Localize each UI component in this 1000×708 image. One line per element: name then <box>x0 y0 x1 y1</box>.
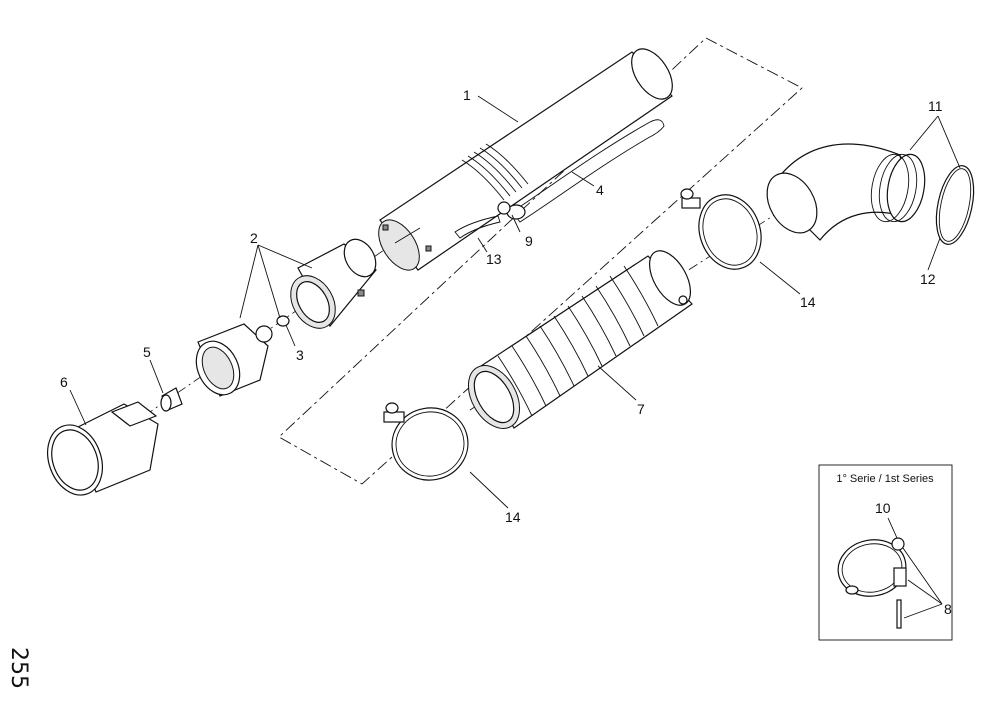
part-9-fitting <box>497 201 526 220</box>
callout-1: 1 <box>463 87 471 103</box>
callout-3: 3 <box>296 347 304 363</box>
inset-first-series: 1° Serie / 1st Series 10 8 <box>818 464 953 641</box>
part-7-bellows <box>467 250 693 429</box>
part-14-clamp-upper <box>680 188 762 270</box>
callout-13: 13 <box>486 251 502 267</box>
callout-14-upper: 14 <box>800 294 816 310</box>
part-2-adapter <box>195 323 273 397</box>
callout-11: 11 <box>928 98 943 114</box>
page-number: 255 <box>6 647 31 689</box>
part-4-hose <box>511 119 665 223</box>
callout-9: 9 <box>525 233 533 249</box>
leader-lines <box>69 95 961 509</box>
part-11-elbow <box>766 143 926 241</box>
part-5-nozzle <box>160 387 183 412</box>
callout-2: 2 <box>250 230 258 246</box>
callout-5: 5 <box>143 344 151 360</box>
part-6-end-cap <box>47 401 159 496</box>
part-13-pipe <box>454 215 501 239</box>
callout-4: 4 <box>596 182 604 198</box>
part-3-o-ring <box>276 315 290 327</box>
inset-title: 1° Serie / 1st Series <box>836 473 934 485</box>
part-1-main-tube <box>378 48 673 271</box>
callout-6: 6 <box>60 374 68 390</box>
callout-10: 10 <box>875 500 891 516</box>
callout-12: 12 <box>920 271 936 287</box>
callout-7: 7 <box>637 401 645 417</box>
callout-8: 8 <box>944 601 952 617</box>
part-14-clamp-lower <box>383 402 469 481</box>
part-12-gasket-ring <box>935 165 975 245</box>
part-2-sleeve <box>290 238 377 329</box>
callout-14-lower: 14 <box>505 509 521 525</box>
assembly-boundary-dashed <box>278 37 803 485</box>
